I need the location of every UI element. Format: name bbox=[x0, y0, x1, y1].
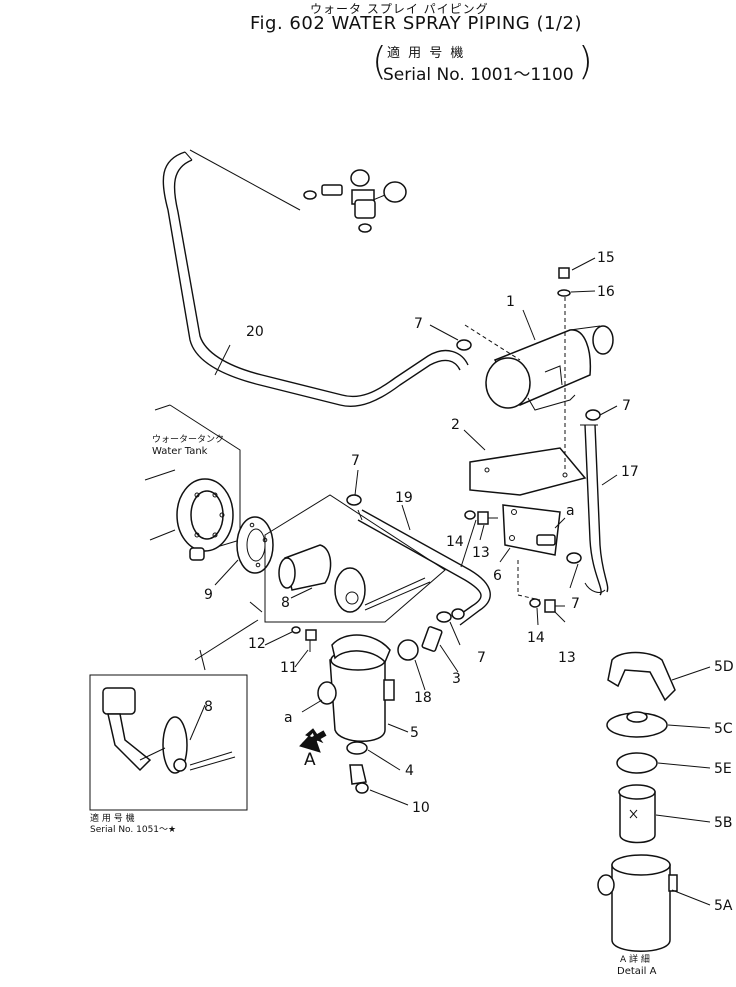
detail-jp: A 詳 細 bbox=[620, 953, 650, 965]
callout-7c: 7 bbox=[351, 453, 360, 469]
clamps-7 bbox=[346, 339, 601, 623]
callout-8: 8 bbox=[281, 595, 290, 611]
callout-20: 20 bbox=[246, 324, 264, 340]
callout-12: 12 bbox=[248, 636, 266, 652]
callout-5d: 5D bbox=[714, 659, 734, 675]
inset-serial: Serial No. 1051～★ bbox=[90, 825, 176, 835]
bracket-2 bbox=[464, 290, 587, 496]
callouts: 20 1 7 7 15 16 2 17 7 19 a 14 13 6 7 14 … bbox=[204, 250, 734, 914]
top-fittings bbox=[303, 169, 407, 233]
hose-20 bbox=[162, 149, 469, 407]
strainer-5 bbox=[317, 634, 395, 794]
water-tank-label: Water Tank bbox=[152, 446, 208, 457]
callout-5b: 5B bbox=[714, 815, 733, 831]
serial-range: Serial No. 1001～1100 bbox=[383, 65, 574, 85]
callout-14a: 14 bbox=[446, 534, 464, 550]
callout-18: 18 bbox=[414, 690, 432, 706]
callout-10: 10 bbox=[412, 800, 430, 816]
bracket-6 bbox=[502, 504, 561, 601]
ref-a-1: a bbox=[566, 503, 575, 519]
detail-a-parts bbox=[597, 651, 678, 952]
callout-7d: 7 bbox=[571, 596, 580, 612]
callout-19: 19 bbox=[395, 490, 413, 506]
callout-13a: 13 bbox=[472, 545, 490, 561]
water-tank-jp: ウォータータンク bbox=[152, 434, 224, 445]
callout-5a: 5A bbox=[714, 898, 733, 914]
callout-7b: 7 bbox=[622, 398, 631, 414]
figure-title: Fig. 602 WATER SPRAY PIPING (1/2) bbox=[250, 13, 582, 34]
callout-5c: 5C bbox=[714, 721, 733, 737]
callout-5e: 5E bbox=[714, 761, 732, 777]
callout-11: 11 bbox=[280, 660, 298, 676]
ref-a-2: a bbox=[284, 710, 293, 726]
detail-label: Detail A bbox=[617, 966, 657, 977]
text-labels: ウォータータンク Water Tank 適 用 号 機 Serial No. 1… bbox=[90, 434, 657, 977]
view-arrow-label: A bbox=[304, 750, 316, 770]
gauge-panel-outline bbox=[194, 494, 446, 671]
callout-13b: 13 bbox=[558, 650, 576, 666]
leader-lines bbox=[189, 257, 711, 906]
callout-4: 4 bbox=[405, 763, 414, 779]
japanese-title: ウォータ スプレイ パイピング bbox=[310, 2, 489, 16]
applicability-jp: 適 用 号 機 bbox=[387, 46, 466, 61]
callout-3: 3 bbox=[452, 671, 461, 687]
callout-17: 17 bbox=[621, 464, 639, 480]
callout-7a: 7 bbox=[414, 316, 423, 332]
callout-6: 6 bbox=[493, 568, 502, 584]
level-gauge-8 bbox=[278, 544, 431, 613]
fittings-3-18 bbox=[397, 608, 465, 661]
hose-19 bbox=[357, 509, 491, 626]
hose-17 bbox=[580, 424, 609, 596]
bolt-15-washer-16 bbox=[557, 267, 571, 297]
inset-applicability-jp: 適 用 号 機 bbox=[90, 812, 135, 824]
pump-1 bbox=[485, 325, 614, 411]
bolts-11-12 bbox=[291, 626, 317, 652]
callout-9: 9 bbox=[204, 587, 213, 603]
water-tank bbox=[144, 404, 241, 561]
inset-callout-8: 8 bbox=[204, 699, 213, 715]
callout-14b: 14 bbox=[527, 630, 545, 646]
bolts-13-14 bbox=[464, 510, 565, 613]
callout-1: 1 bbox=[506, 294, 515, 310]
gasket-9 bbox=[236, 516, 274, 574]
callout-5: 5 bbox=[410, 725, 419, 741]
callout-16: 16 bbox=[597, 284, 615, 300]
callout-7e: 7 bbox=[477, 650, 486, 666]
right-paren: ) bbox=[578, 39, 593, 83]
view-arrow-a bbox=[299, 728, 327, 753]
left-paren: ( bbox=[372, 39, 387, 83]
callout-2: 2 bbox=[451, 417, 460, 433]
inset-box bbox=[89, 674, 248, 811]
callout-15: 15 bbox=[597, 250, 615, 266]
